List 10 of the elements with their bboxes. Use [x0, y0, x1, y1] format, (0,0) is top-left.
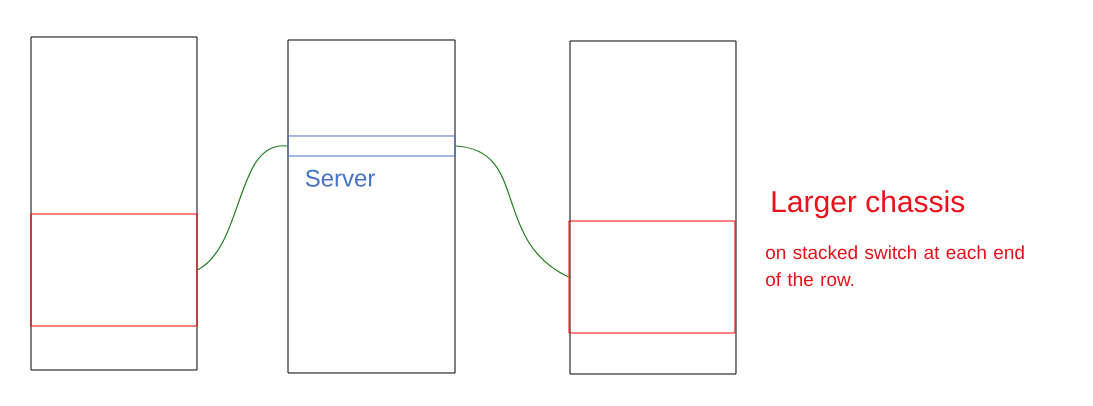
rack-box — [30, 36, 198, 371]
note-text: on stacked switch at each end of the row. — [766, 245, 1024, 287]
switch-box — [568, 220, 736, 334]
rack-box — [287, 39, 456, 374]
cable-line — [196, 145, 289, 271]
server-label: Server — [305, 169, 375, 187]
switch-box — [30, 213, 198, 327]
cable-line — [454, 145, 570, 278]
note-text: Larger chassis — [772, 190, 965, 219]
rack-box — [569, 40, 737, 375]
